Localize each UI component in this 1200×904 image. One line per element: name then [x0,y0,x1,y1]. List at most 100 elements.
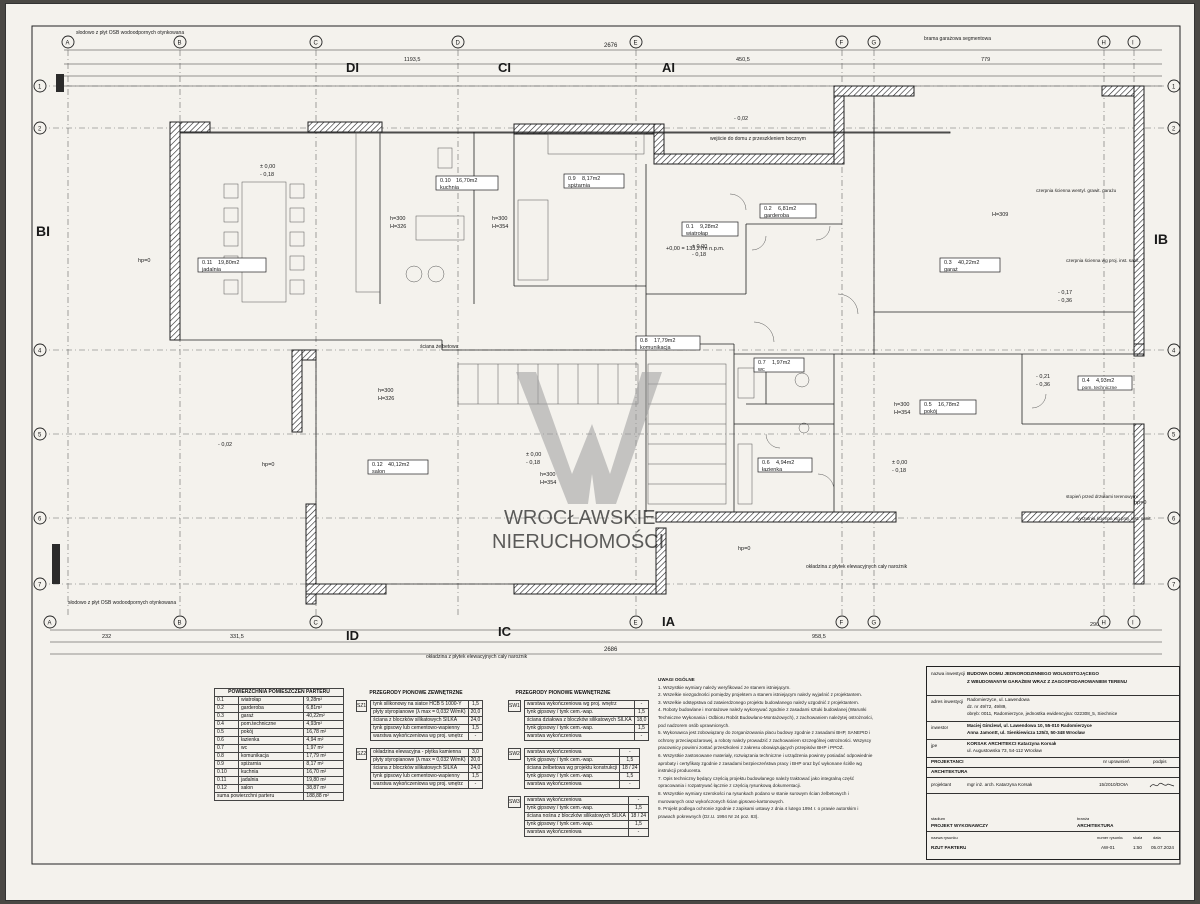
note-line: 6. Wszystkie zastosowane materiały, rozw… [658,752,873,758]
tb-nr-value: AW-01 [1101,845,1115,850]
room-name: jadalnia [201,267,222,273]
wall-layer-cell: tynk gipsowy / tynk cem.-wap. [523,756,621,765]
dim-top-2: 450,5 [736,57,750,63]
room-code: 0.2 [764,206,772,212]
axis-label: A [66,41,70,47]
tb-nazwa-label: nazwa inwestycji [931,671,966,676]
note-osb-bottom: słodowo z płyt OSB wodoodpornych otynkow… [68,600,176,606]
room-height: H=326 [390,224,406,230]
notes-title: UWAGI OGÓLNE [658,677,695,682]
axis-label: F [840,41,844,47]
area-total-label: suma powierzchni parteru [213,792,305,801]
area-table-cell: garderoba [238,704,305,713]
room-code: 0.5 [924,402,932,408]
axis-label: 2 [38,127,42,133]
area-table-cell: 19,80 m² [303,776,344,785]
area-table-cell: wiatrołap [238,696,305,705]
note-line: pracownicy powinni zostać przeszkoleni z… [658,745,844,751]
wall-layer-cell: - [467,732,484,741]
wall-layer-cell: 1,5 [619,772,641,781]
area-table-cell: pom.techniczne [238,720,305,729]
tb-branza-head: ARCHITEKTURA [931,769,968,774]
axis-bubbles-side: 1 2 4 5 6 7 1 2 4 5 6 7 [33,79,1181,591]
wall-layer-row: tynk gipsowy / tynk cem.-wap.1,5 [523,804,650,813]
level-mark: - 0,17 [1058,290,1072,296]
note-air-intake-1: czerpnia ścienna wentyl. grawit. garażu [1036,188,1117,193]
wall-layer-cell: 1,5 [467,724,484,733]
wall-type-code: SZ2 [356,748,368,760]
exterior-wall-title: PRZEGRODY PIONOWE ZEWNĘTRZNE [369,690,463,696]
wall-layer-cell: - [627,796,650,805]
title-block: nazwa inwestycji BUDOWA DOMU JEDNORODZIN… [926,666,1180,860]
wall-layer-cell: tynk gipsowy lub cementowo-wapienny [370,772,469,781]
axis-label: 2 [1172,127,1176,133]
axis-label: G [872,621,877,627]
room-height: h=300 [390,216,405,222]
area-table-cell: 9,28m² [303,696,344,705]
room-name: spiżarnia [568,183,591,189]
room-area: 4,93m2 [1096,378,1114,384]
watermark: WROCŁAWSKIE NIERUCHOMOŚCI [492,372,664,553]
axis-label: 7 [38,583,42,589]
room-code: 0.8 [640,338,648,344]
tb-nazwa-value2: Z WBUDOWANYM GARAŻEM WRAZ Z ZAGOSPODAROW… [967,679,1128,684]
room-code: 0.3 [944,260,952,266]
note-line: prawach pokrewnych (Dz.U. 1994 Nr 24 poz… [658,813,759,819]
wall-layer-row: tynk gipsowy / tynk cem.-wap.1,5 [523,820,650,829]
tb-rys-value: RZUT PARTERU [931,845,967,850]
room-area: 4,94m2 [776,460,794,466]
wall-layer-cell: 18 / 24 [627,812,650,821]
tb-skala-label: skala [1133,835,1143,840]
room-code: 0.4 [1082,378,1090,384]
wall-layer-cell: ściana z bloczków silikatowych SILKA [370,716,469,725]
tb-data-label: data [1153,835,1161,840]
area-table-cell: 0.11 [213,776,240,785]
terrain-height: hp=0 [138,258,150,264]
room-name: wiatrołap [685,231,708,237]
dim-bottom-1: 232 [102,634,111,640]
axis-label: C [314,621,319,627]
room-code: 0.7 [758,360,766,366]
axis-bubbles-bottom: A B C E F G H I [43,615,1141,629]
note-line: 7. Opis techniczny będący częścią projek… [658,775,855,781]
room-name: pom. techniczne [1082,385,1117,391]
tb-adres-value1: Radomierzyce, ul. Lawendowa [967,697,1030,702]
note-line: 2. Wszelkie niezgodności pomiędzy projek… [658,692,862,698]
area-table-cell: 17,79 m² [303,752,344,761]
annotations: słodowo z płyt OSB wodoodpornych otynkow… [68,30,1152,660]
tb-office2: ul. Augustowska 73, 54-112 Wrocław [967,748,1042,753]
wall-layer-cell: 1,5 [633,724,650,733]
wall-type-code: SW3 [508,796,521,808]
room-area: 6,81m2 [778,206,796,212]
axis-label: B [178,621,182,627]
area-table-cell: jadalnia [238,776,305,785]
wall-layer-cell: 20,0 [467,756,484,765]
level-mark: ± 0,00 [526,452,541,458]
axis-label: A [48,621,52,627]
axis-label: G [872,41,877,47]
area-total-value: 188,88 m² [303,792,344,801]
note-line: 3. Wszelkie odstępstwa od zatwierdzonego… [658,699,859,705]
wall-layer-cell: tynk silikonowy na siatce HCB 5 1000-Y [370,700,469,709]
wall-layer-cell: tynk gipsowy / tynk cem.-wap. [523,820,629,829]
area-table-cell: 0.10 [213,768,240,777]
wall-layer-cell: 1,5 [619,756,641,765]
tb-jpe-label: jpe [931,743,938,748]
area-table-cell: 0.3 [213,712,240,721]
level-mark: ± 0,00 [260,164,275,170]
drawing-frame [31,25,1181,865]
dim-top-3: 779 [981,57,990,63]
height-notes: h=300 H=326 h=300 H=354 H=309 h=300 H=32… [138,116,1146,552]
note-exhaust: wyrzutnia ścienna wg proj. inst. sanit. [1076,516,1152,521]
note-step: stopień przed drzwiami terenowymi [1066,494,1138,499]
room-name: łazienka [762,467,783,473]
wall-layer-cell: warstwa wykończeniowa [523,796,629,805]
